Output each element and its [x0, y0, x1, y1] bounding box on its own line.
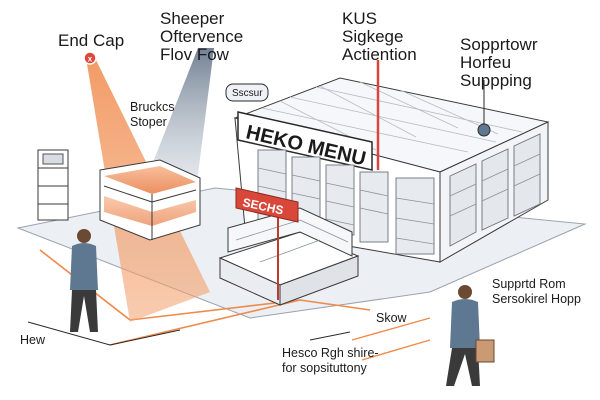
gondola-rack — [99, 159, 201, 241]
hesco-label-line2: for sopsituttony — [282, 361, 367, 375]
hesco-label-line1: Hesco Rgh shire- — [282, 346, 379, 360]
hew-label: Hew — [20, 333, 46, 347]
x-marker-icon — [83, 51, 97, 65]
sheeper-label-line2: Oftervence — [160, 27, 244, 46]
supprtd-label-line2: Sersokirel Hopp — [492, 292, 581, 306]
dot-marker-icon — [477, 123, 491, 137]
skow-label: Skow — [376, 311, 407, 325]
shopper-person-right — [446, 285, 495, 386]
bruckcs-label-line2: Stoper — [130, 115, 167, 129]
leader-lines-dark — [309, 331, 351, 341]
sscsur-tag-text: Sscsur — [232, 88, 263, 99]
x-marker-glyph: x — [88, 55, 93, 64]
support-label-line1: Sopprtowr — [460, 35, 538, 54]
leader-lines — [351, 317, 431, 361]
bruckcs-label-line1: Bruckcs — [130, 100, 175, 114]
shopper-person-left — [70, 229, 98, 332]
kus-label-line2: Sigkege — [342, 27, 404, 46]
display-rack-left — [37, 149, 69, 221]
sight-cone-grey — [150, 48, 214, 190]
support-label-line2: Horfeu — [460, 53, 512, 72]
kus-label-line3: Actiention — [342, 45, 417, 64]
floor-outline — [27, 321, 181, 346]
support-label-line3: Suppping — [460, 71, 532, 90]
kus-label-line1: KUS — [342, 9, 377, 28]
end-cap-label: End Cap — [58, 31, 125, 50]
sscsur-tag-box — [225, 83, 269, 102]
floor-path — [39, 249, 371, 346]
sheeper-label-line1: Sheeper — [160, 9, 225, 28]
supprtd-label-line1: Supprtd Rom — [492, 277, 566, 291]
red-sign-board — [235, 187, 299, 223]
sheeper-label-line3: Flov Fow — [160, 45, 229, 64]
shopping-bag-icon — [475, 339, 495, 363]
island-display — [218, 207, 360, 306]
